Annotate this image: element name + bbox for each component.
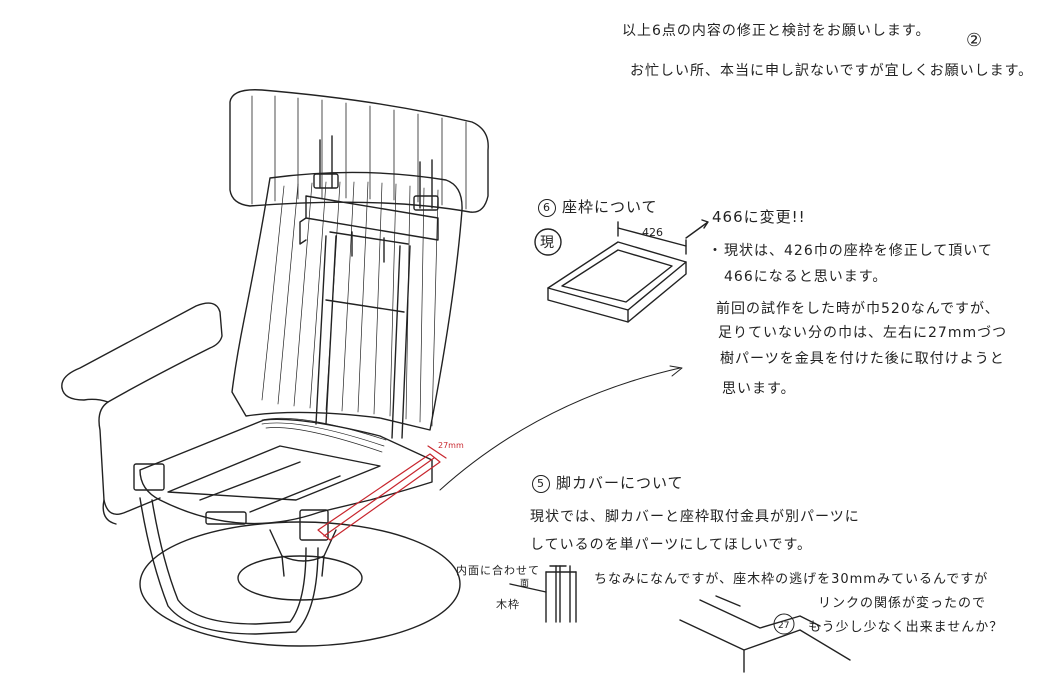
red-extension-piece: [317, 445, 447, 541]
red-dimension-label: 27mm: [438, 441, 464, 450]
section6-text-5: 樹パーツを金具を付けた後に取付けようと: [720, 351, 1005, 367]
note-line-3: もう少し少なく出来ませんか？: [808, 620, 1004, 635]
dimension-426: 426: [642, 226, 663, 239]
inner-face-label: 内面に合わせて: [456, 564, 540, 577]
section-detail: [509, 565, 577, 623]
note-line-1: ちなみになんですが、座木枠の逃げを30mmみているんですが: [594, 572, 989, 587]
section6-text-3: 前回の試作をした時が巾520なんですが、: [716, 301, 1000, 317]
header-line-2: お忙しい所、本当に申し訳ないですが宜しくお願いします。: [630, 63, 1034, 79]
seat-frame-sketch: [534, 219, 709, 323]
section5-text-2: しているのを単パーツにしてほしいです。: [530, 537, 813, 553]
inner-face-sub: 面: [520, 579, 531, 589]
leg-cover: [139, 497, 319, 635]
armrest: [61, 302, 223, 515]
section6-text-2: 466になると思います。: [724, 269, 888, 285]
chair-sketch: [61, 89, 683, 647]
section6-bullet: ・: [708, 243, 723, 259]
header-line-1: 以上6点の内容の修正と検討をお願いします。: [622, 23, 931, 39]
section5-heading: 5 脚カバーについて: [532, 472, 684, 493]
wood-frame-label: 木枠: [496, 598, 520, 611]
section6-text-6: 思います。: [722, 381, 796, 397]
section6-text-4: 足りていない分の巾は、左右に27mmづつ: [718, 325, 1008, 341]
base-disc: [139, 521, 461, 647]
section5-title: 脚カバーについて: [556, 474, 684, 492]
genjo-label: 現: [540, 235, 555, 251]
page-marker: ②: [966, 30, 984, 51]
section6-heading: 6 座枠について: [538, 196, 658, 217]
seat: [139, 418, 433, 525]
note-line-2: リンクの関係が変ったので: [818, 596, 987, 611]
detail-dim-27: 27: [778, 621, 789, 631]
corner-detail: [679, 595, 851, 673]
section6-title: 座枠について: [562, 198, 658, 216]
headrest: [229, 89, 489, 213]
section6-number: 6: [538, 198, 556, 217]
dimension-change-note: 466に変更!!: [712, 208, 806, 226]
section6-text-1: 現状は、426巾の座枠を修正して頂いて: [724, 243, 993, 259]
section5-number: 5: [532, 474, 550, 493]
back-shell: [231, 171, 463, 431]
section5-text-1: 現状では、脚カバーと座枠取付金具が別パーツに: [530, 509, 860, 525]
